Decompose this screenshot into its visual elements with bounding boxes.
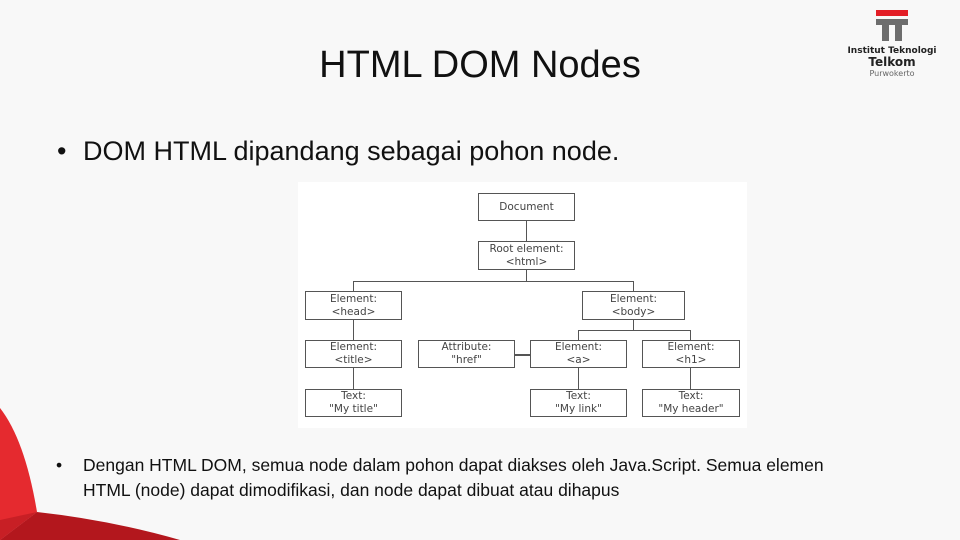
tree-node-document: Document	[478, 193, 575, 221]
node-label: <title>	[334, 354, 373, 366]
node-label: "My link"	[555, 403, 602, 415]
tree-node-text-title: Text:"My title"	[305, 389, 402, 417]
tree-node-text-header: Text:"My header"	[642, 389, 740, 417]
node-label: Element:	[329, 292, 377, 305]
connector-line	[353, 320, 354, 340]
tree-node-text-link: Text:"My link"	[530, 389, 627, 417]
node-label: "href"	[451, 354, 482, 366]
bullet-icon: •	[57, 136, 67, 166]
node-label: <html>	[505, 255, 548, 268]
node-label: Text:	[341, 390, 366, 402]
tree-node-title: Element:<title>	[305, 340, 402, 368]
node-label: <head>	[331, 305, 376, 318]
node-label: <body>	[611, 305, 656, 318]
connector-line	[526, 221, 527, 241]
svg-text:Purwokerto: Purwokerto	[869, 69, 914, 78]
node-label: Element:	[329, 341, 377, 353]
tree-node-root: Root element:<html>	[478, 241, 575, 270]
node-label: Element:	[554, 341, 602, 353]
tree-node-attr: Attribute:"href"	[418, 340, 515, 368]
svg-text:Telkom: Telkom	[868, 55, 915, 69]
connector-line	[633, 320, 634, 330]
connector-line	[526, 270, 527, 281]
bullet-text: DOM HTML dipandang sebagai pohon node.	[83, 136, 620, 166]
node-label: Root element:	[489, 242, 564, 255]
slide-title: HTML DOM Nodes	[319, 44, 641, 86]
bullet-text: Dengan HTML DOM, semua node dalam pohon …	[83, 455, 824, 500]
svg-text:Institut Teknologi: Institut Teknologi	[847, 46, 936, 56]
institution-logo: Institut Teknologi Telkom Purwokerto	[836, 8, 948, 80]
connector-line	[353, 281, 354, 291]
tree-node-head: Element:<head>	[305, 291, 402, 320]
connector-line	[690, 368, 691, 389]
connector-line	[578, 330, 579, 340]
node-label: <a>	[566, 354, 591, 366]
tree-node-a: Element:<a>	[530, 340, 627, 368]
tree-node-h1: Element:<h1>	[642, 340, 740, 368]
bullet-item: • DOM HTML dipandang sebagai pohon node.	[57, 136, 619, 167]
node-label: Text:	[566, 390, 591, 402]
connector-line	[578, 330, 690, 331]
connector-line	[690, 330, 691, 340]
bullet-icon: •	[56, 455, 63, 475]
node-label: Element:	[609, 292, 657, 305]
tree-node-body: Element:<body>	[582, 291, 685, 320]
node-label: Text:	[678, 390, 704, 402]
logo-mark-icon: Institut Teknologi Telkom Purwokerto	[847, 10, 937, 78]
bullet-item: • Dengan HTML DOM, semua node dalam pohon…	[56, 453, 876, 500]
node-label: Document	[499, 200, 554, 213]
connector-line	[578, 368, 579, 389]
node-label: "My header"	[658, 403, 724, 415]
connector-line	[515, 354, 530, 356]
node-label: Attribute:	[441, 341, 492, 353]
connector-line	[633, 281, 634, 291]
node-label: <h1>	[675, 354, 707, 366]
connector-line	[353, 368, 354, 389]
connector-line	[353, 281, 633, 282]
node-label: "My title"	[329, 403, 378, 415]
node-label: Element:	[667, 341, 715, 353]
